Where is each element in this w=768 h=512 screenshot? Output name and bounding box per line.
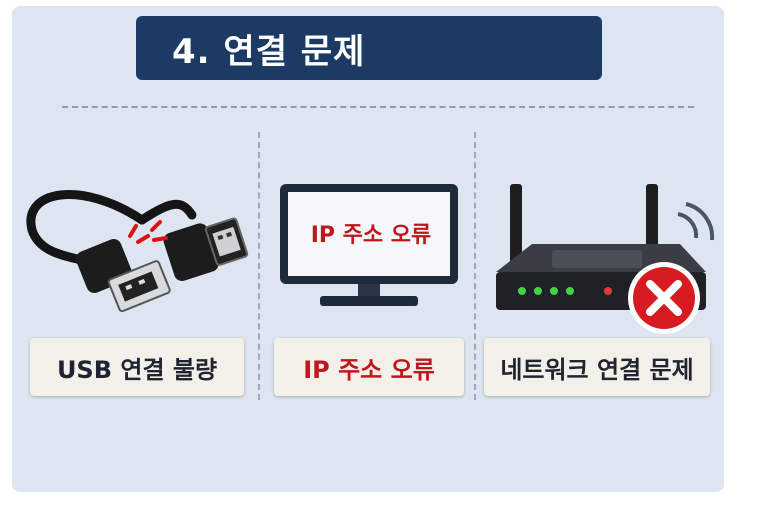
label-usb: USB 연결 불량 (30, 338, 244, 396)
label-ip: IP 주소 오류 (274, 338, 464, 396)
divider-horizontal (62, 106, 694, 108)
divider-vertical-2 (474, 132, 476, 400)
usb-cable-icon (26, 190, 249, 313)
divider-vertical-1 (258, 132, 260, 400)
monitor-icon (280, 184, 458, 306)
label-network: 네트워크 연결 문제 (484, 338, 710, 396)
page-title: 4. 연결 문제 (172, 31, 366, 72)
monitor-screen-text: IP 주소 오류 (310, 223, 432, 248)
router-error-icon (496, 184, 715, 334)
title-banner: 4. 연결 문제 (136, 16, 602, 80)
